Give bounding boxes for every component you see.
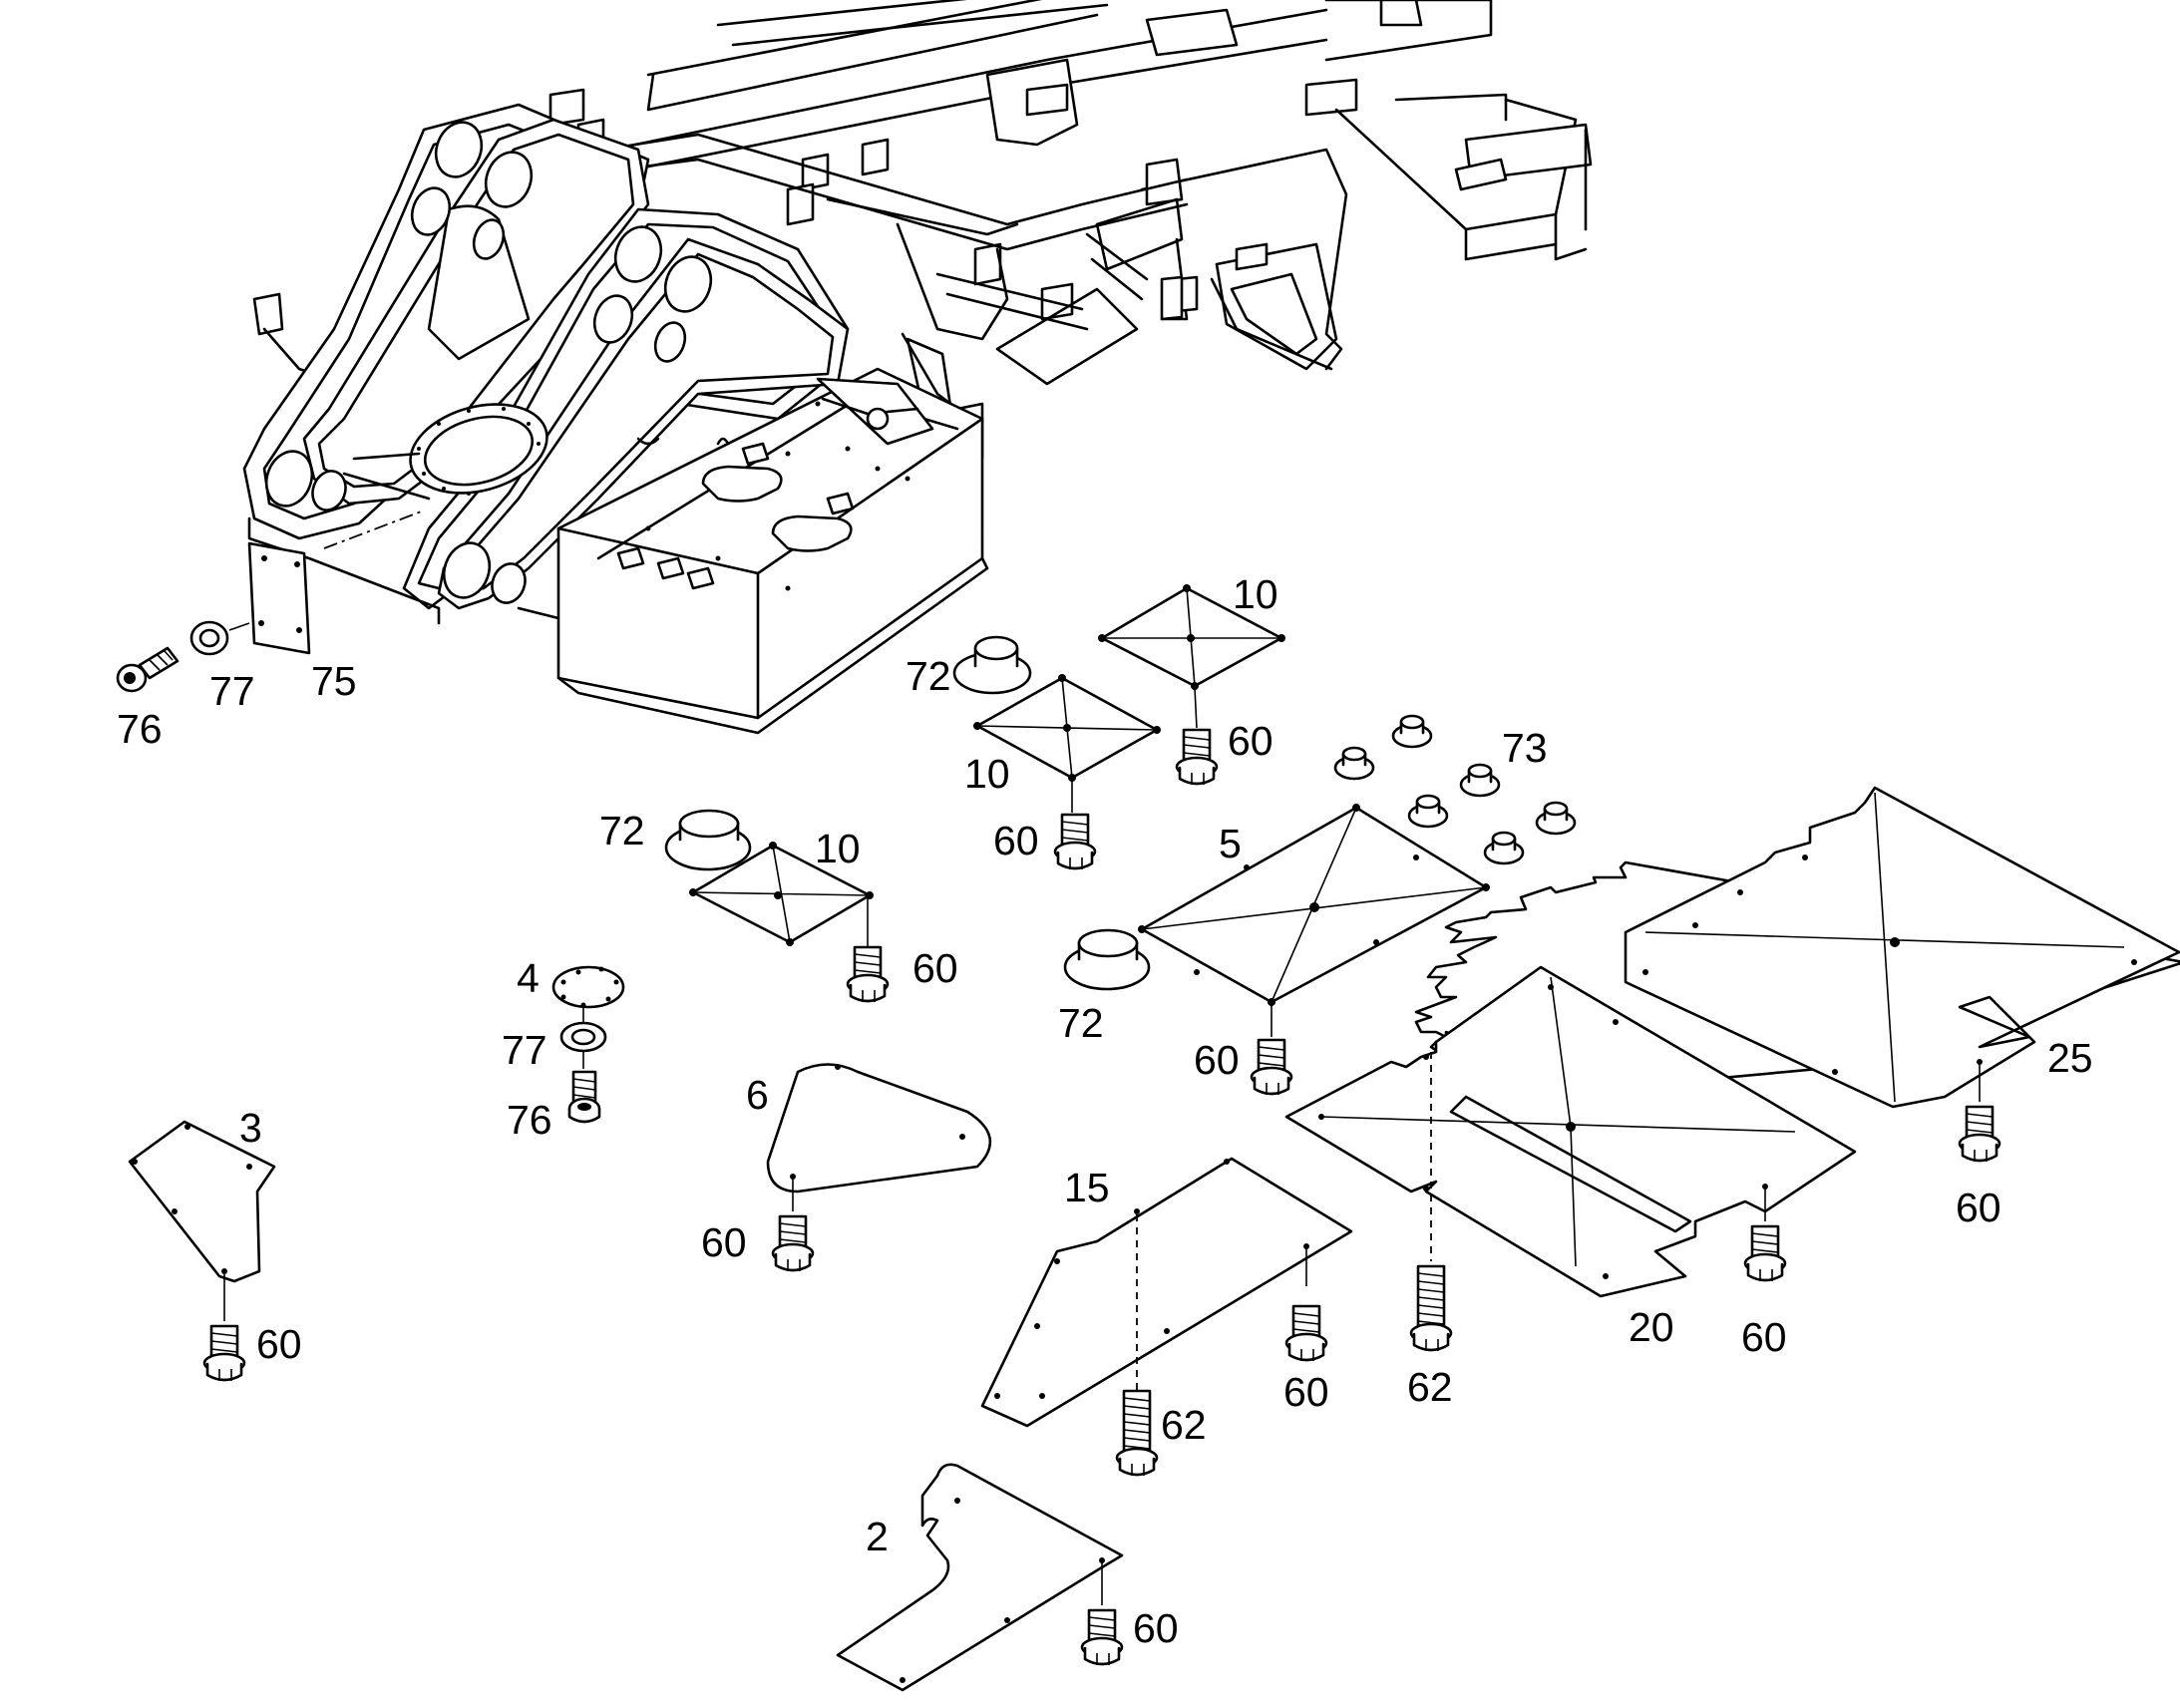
label-72-upper: 72 — [906, 653, 951, 699]
label-60-a: 60 — [1228, 718, 1273, 764]
label-60-g: 60 — [1741, 1314, 1787, 1360]
part-10-plate-upper — [1098, 584, 1285, 729]
label-5: 5 — [1219, 821, 1242, 866]
part-20-plate — [1284, 965, 1857, 1298]
part-6-plate — [766, 1063, 992, 1211]
label-20: 20 — [1629, 1304, 1674, 1350]
label-10-upper: 10 — [1233, 571, 1278, 617]
label-62-a: 62 — [1407, 1364, 1453, 1410]
label-3: 3 — [239, 1105, 262, 1151]
turntable-ring — [342, 403, 548, 501]
part-73-grommets — [1333, 714, 1577, 865]
label-76-top: 76 — [117, 706, 163, 752]
leader-75 — [323, 510, 425, 549]
label-15: 15 — [1064, 1165, 1110, 1210]
part-10-plate-middle — [973, 674, 1161, 813]
label-60-d: 60 — [1194, 1037, 1240, 1083]
label-60-f: 60 — [701, 1219, 747, 1265]
upper-frame — [252, 0, 1593, 466]
label-62-b: 62 — [1161, 1402, 1207, 1448]
label-25: 25 — [2047, 1035, 2093, 1081]
part-10-plate-lower — [689, 842, 874, 946]
part-77-washer — [189, 620, 250, 656]
label-6: 6 — [746, 1072, 769, 1118]
part-72-bushing-left — [664, 809, 752, 871]
label-76-middle: 76 — [507, 1097, 552, 1143]
label-72-right: 72 — [1058, 1000, 1104, 1046]
part-5-plate — [1138, 804, 1490, 1037]
label-75: 75 — [311, 658, 357, 704]
label-2: 2 — [866, 1514, 889, 1559]
part-15-plate — [980, 1157, 1353, 1428]
part-76-bolt-middle — [567, 1070, 601, 1124]
label-60-i: 60 — [256, 1321, 302, 1367]
part-4-disc — [551, 965, 625, 1009]
label-60-c: 60 — [912, 945, 958, 991]
label-60-b: 60 — [993, 818, 1039, 863]
label-77-middle: 77 — [502, 1027, 547, 1073]
label-72-left: 72 — [599, 808, 645, 854]
label-10-middle: 10 — [964, 751, 1010, 797]
part-72-bushing-right — [1063, 928, 1151, 991]
label-4: 4 — [517, 955, 540, 1001]
part-3-plate — [128, 1120, 276, 1321]
label-60-h: 60 — [1283, 1369, 1329, 1415]
base-block — [556, 367, 989, 735]
label-10-lower: 10 — [815, 826, 861, 871]
part-77-washer-middle — [559, 1005, 607, 1069]
callout-labels: 2 3 4 5 6 10 10 10 15 20 25 60 60 60 60 … — [117, 571, 2093, 1651]
part-2-plate — [836, 1463, 1124, 1692]
boom-mount — [242, 103, 850, 625]
label-60-j: 60 — [1133, 1605, 1179, 1651]
part-76-bolt — [116, 646, 180, 693]
label-60-e: 60 — [1956, 1185, 2001, 1230]
part-75-plate — [247, 541, 311, 655]
part-72-bushing-upper — [952, 635, 1032, 695]
label-77-top: 77 — [209, 668, 255, 714]
label-73: 73 — [1502, 725, 1548, 771]
